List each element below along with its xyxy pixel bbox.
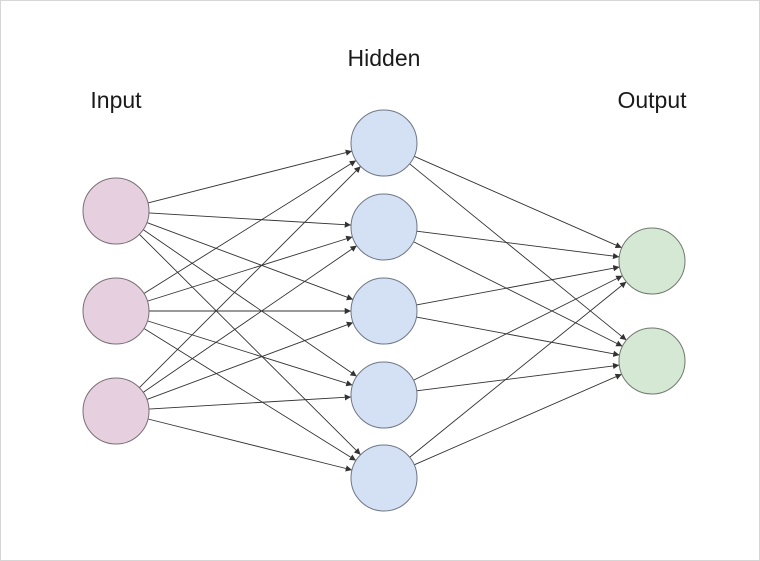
hidden-node-1 bbox=[350, 109, 418, 177]
edge-input-1-to-hidden-1 bbox=[147, 149, 353, 204]
edge-input-2-to-hidden-2 bbox=[147, 235, 353, 302]
hidden-node-2 bbox=[350, 193, 418, 261]
input-node-2 bbox=[82, 277, 150, 345]
hidden-node-5 bbox=[350, 444, 418, 512]
input-node-1 bbox=[82, 177, 150, 245]
edge-hidden-1-to-output-2 bbox=[409, 163, 627, 341]
edge-hidden-1-to-output-1 bbox=[414, 155, 622, 249]
hidden-node-3 bbox=[350, 277, 418, 345]
edge-hidden-3-to-output-2 bbox=[416, 316, 620, 357]
edge-input-3-to-hidden-4 bbox=[148, 394, 352, 410]
output-node-1 bbox=[618, 227, 686, 295]
edge-hidden-4-to-output-2 bbox=[416, 362, 620, 392]
edge-hidden-5-to-output-2 bbox=[414, 373, 622, 466]
edges-group bbox=[139, 149, 627, 472]
edge-input-3-to-hidden-1 bbox=[139, 166, 361, 388]
edge-input-1-to-hidden-2 bbox=[148, 212, 352, 228]
edge-input-2-to-hidden-1 bbox=[143, 160, 357, 294]
edge-input-1-to-hidden-4 bbox=[142, 229, 358, 377]
layer-label-hidden: Hidden bbox=[348, 45, 421, 71]
layer-label-output: Output bbox=[617, 87, 687, 113]
edge-hidden-5-to-output-1 bbox=[409, 281, 627, 458]
edge-hidden-2-to-output-2 bbox=[413, 241, 623, 347]
nodes-group bbox=[82, 109, 686, 512]
edge-input-2-to-hidden-4 bbox=[147, 320, 353, 387]
edge-hidden-3-to-output-1 bbox=[416, 265, 620, 306]
edge-input-3-to-hidden-5 bbox=[147, 418, 353, 472]
edge-input-3-to-hidden-2 bbox=[142, 245, 358, 393]
edge-input-1-to-hidden-5 bbox=[139, 233, 361, 456]
edge-input-1-to-hidden-3 bbox=[146, 222, 354, 301]
output-node-2 bbox=[618, 327, 686, 395]
edge-input-3-to-hidden-3 bbox=[146, 321, 354, 400]
input-node-3 bbox=[82, 377, 150, 445]
edge-hidden-2-to-output-1 bbox=[416, 230, 620, 260]
layer-label-input: Input bbox=[90, 87, 142, 113]
edge-hidden-4-to-output-1 bbox=[413, 275, 623, 381]
hidden-node-4 bbox=[350, 361, 418, 429]
edge-input-2-to-hidden-5 bbox=[143, 328, 357, 461]
